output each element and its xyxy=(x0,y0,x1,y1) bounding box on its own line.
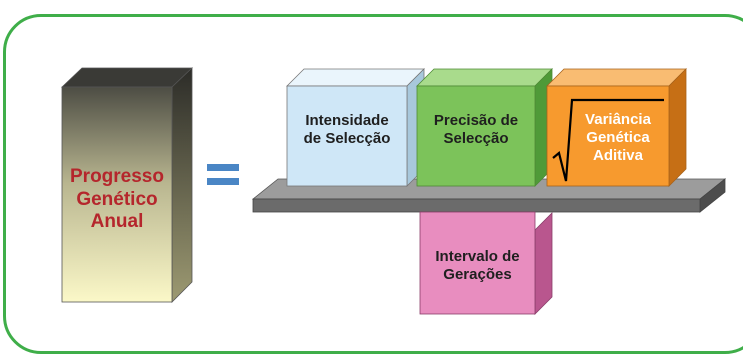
variance-block xyxy=(546,68,687,187)
diagram-canvas xyxy=(60,67,727,315)
result-block xyxy=(60,67,194,303)
accuracy-label: Precisão de Selecção xyxy=(433,112,519,147)
result-label: Progresso Genético Anual xyxy=(70,165,164,233)
intensity-label: Intensidade de Selecção xyxy=(303,112,391,147)
generation-interval-label: Intervalo de Gerações xyxy=(435,248,520,283)
generation-interval-block xyxy=(419,211,553,315)
variance-label: Variância Genética Aditiva xyxy=(585,111,651,164)
equals-sign xyxy=(207,164,239,192)
square-root-icon xyxy=(552,98,664,182)
